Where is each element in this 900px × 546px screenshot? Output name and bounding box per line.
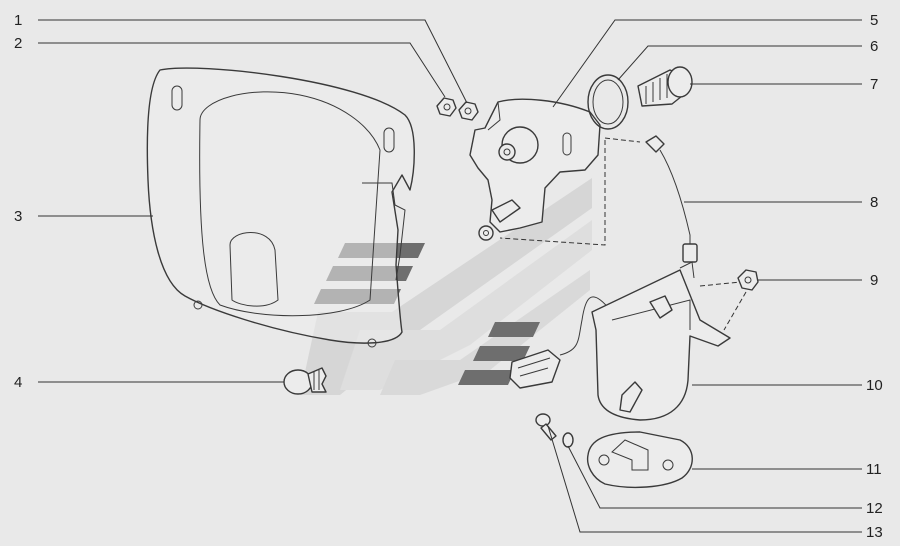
assembly-lines bbox=[499, 137, 747, 331]
callout-1: 1 bbox=[14, 12, 22, 29]
part-1-washer bbox=[458, 101, 479, 121]
part-12-washer bbox=[562, 432, 574, 448]
part-10-latch bbox=[509, 261, 731, 421]
callout-8: 8 bbox=[870, 194, 878, 211]
part-5-lock-mechanism bbox=[469, 98, 601, 241]
callout-6: 6 bbox=[870, 38, 878, 55]
callout-12: 12 bbox=[866, 500, 883, 517]
callout-10: 10 bbox=[866, 377, 883, 394]
callout-labels: 1 2 3 4 5 6 7 8 9 10 11 12 13 bbox=[14, 12, 883, 541]
part-4-push-clip bbox=[283, 367, 327, 395]
callout-9: 9 bbox=[870, 272, 878, 289]
part-13-screw bbox=[535, 413, 557, 441]
part-8-control-rod bbox=[645, 135, 698, 263]
callout-4: 4 bbox=[14, 374, 22, 391]
callout-13: 13 bbox=[866, 524, 883, 541]
callout-11: 11 bbox=[866, 461, 882, 478]
callout-2: 2 bbox=[14, 35, 22, 52]
part-7-lock-cylinder bbox=[637, 66, 693, 107]
leader-lines bbox=[38, 19, 862, 533]
callout-3: 3 bbox=[14, 208, 22, 225]
callout-7: 7 bbox=[870, 76, 878, 93]
part-3-door-panel bbox=[146, 67, 415, 348]
part-2-nut bbox=[436, 97, 457, 117]
callout-5: 5 bbox=[870, 12, 878, 29]
part-9-nut bbox=[737, 269, 759, 291]
part-6-o-ring bbox=[587, 74, 629, 130]
part-11-striker-plate bbox=[586, 431, 693, 489]
